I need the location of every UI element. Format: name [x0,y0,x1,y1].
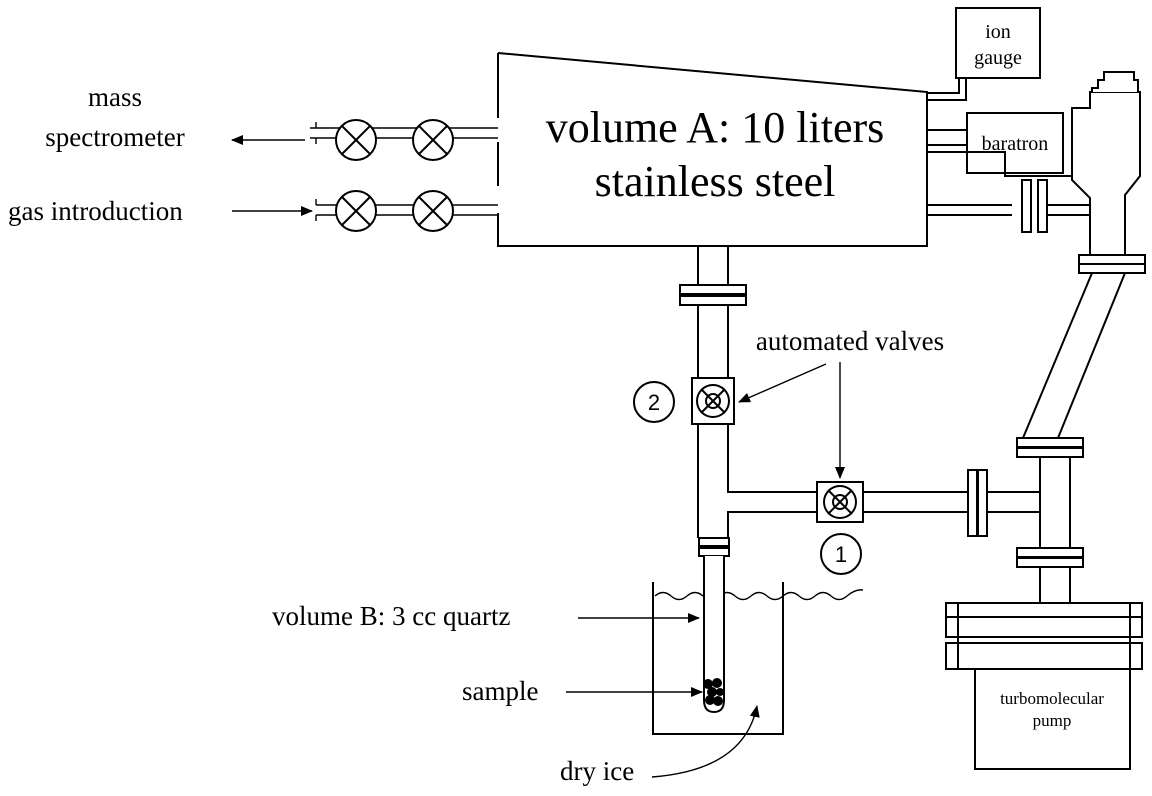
pump-label-line1: turbomolecular [1000,689,1104,708]
dry-ice-arrow [651,705,760,778]
gas-introduction-valve-1 [335,190,377,232]
sample-line-pipe [697,246,817,538]
automated-valves-label: automated valves [756,326,944,356]
valve-1-label: 1 [835,542,847,567]
mass-spectrometer-valve-1 [335,119,377,161]
flange [1078,254,1146,265]
ion-gauge-label-line2: gauge [974,47,1022,69]
flange [698,547,730,557]
sample-label: sample [462,676,538,706]
gas-introduction-valve-2 [412,190,454,232]
automated-valves-arrow-2 [738,363,827,403]
mass-spectrometer-label-line2: spectrometer [45,122,184,152]
gas-introduction-label: gas introduction [8,196,183,226]
valve-1-tag [820,533,862,575]
flange [1016,447,1084,458]
dry-ice-label: dry ice [560,756,634,786]
baratron-label: baratron [982,133,1049,155]
volume-a-chamber [497,52,928,247]
volume-a-label-line2: stainless steel [595,157,836,206]
turbomolecular-pump [945,602,1143,770]
automated-valve-2 [691,377,735,425]
flange [1016,557,1084,568]
dry-ice-container [652,582,864,735]
diagonal-pipe [1022,272,1126,439]
cold-trap [1071,71,1141,257]
valve-2-tag [633,381,675,423]
ion-gauge-label-line1: ion [985,21,1011,43]
mass-spectrometer-label-line1: mass [88,82,142,112]
volume-b-label: volume B: 3 cc quartz [272,601,510,631]
sample-material [703,678,724,706]
quartz-tube-volume-b [703,556,725,714]
ion-gauge [927,7,1041,101]
flange [679,295,747,306]
flange [1078,263,1146,274]
flange [1016,437,1084,448]
pump-label-line2: pump [1033,711,1072,730]
flange [679,284,747,295]
valve-2-label: 2 [648,390,660,415]
volume-a-label-line1: volume A: 10 liters [546,103,885,152]
mass-spectrometer-valve-2 [412,119,454,161]
flange [698,537,730,547]
automated-valve-1 [816,481,864,523]
valve-1-line [863,457,1041,547]
flange [1016,547,1084,558]
baratron [927,112,1064,174]
